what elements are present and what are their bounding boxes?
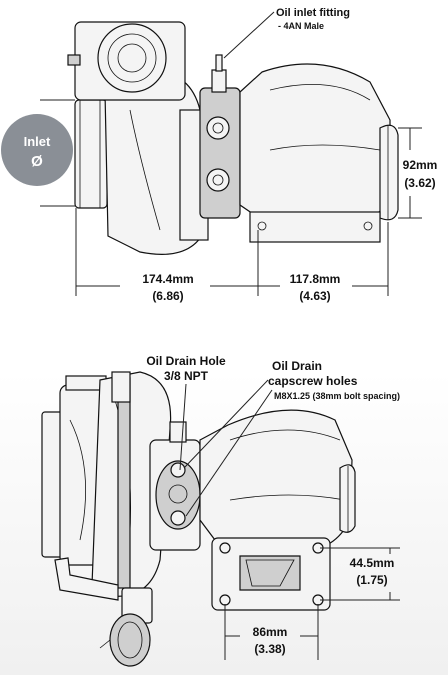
- capscrew-title: Oil Drain: [272, 359, 322, 373]
- inlet-diameter-badge: Inlet Ø: [1, 114, 73, 186]
- dim-outlet-mm: 92mm: [403, 158, 438, 172]
- oil-inlet-sub: - 4AN Male: [278, 21, 324, 31]
- inlet-badge-symbol: Ø: [31, 153, 43, 170]
- dim-outlet-in: (3.62): [404, 176, 435, 190]
- dim-width-in: (6.86): [152, 289, 183, 303]
- inlet-badge-circle: [1, 114, 73, 186]
- oil-inlet-leader: [223, 11, 275, 59]
- capscrew-leader-1: [183, 379, 269, 469]
- inlet-badge-label: Inlet: [24, 134, 51, 149]
- dim-depth-mm: 117.8mm: [290, 272, 341, 286]
- oil-drain-hole-size: 3/8 NPT: [164, 369, 209, 383]
- top-turbo-drawing: [67, 21, 399, 255]
- capscrew-leader-2: [185, 389, 273, 517]
- oil-drain-hole-title: Oil Drain Hole: [146, 354, 226, 368]
- dim-flange-h-mm: 44.5mm: [350, 556, 395, 570]
- oil-drain-hole-leader: [179, 383, 187, 471]
- capscrew-spec: M8X1.25 (38mm bolt spacing): [274, 391, 400, 401]
- dim-depth-in: (4.63): [299, 289, 330, 303]
- capscrew-sub: capscrew holes: [268, 374, 358, 388]
- bottom-turbo-drawing: [41, 371, 356, 667]
- dim-flange-w-in: (3.38): [254, 642, 285, 656]
- dim-flange-h-in: (1.75): [356, 573, 387, 587]
- dim-width-mm: 174.4mm: [142, 272, 193, 286]
- dim-flange-w-mm: 86mm: [253, 625, 288, 639]
- oil-inlet-title: Oil inlet fitting: [276, 7, 350, 19]
